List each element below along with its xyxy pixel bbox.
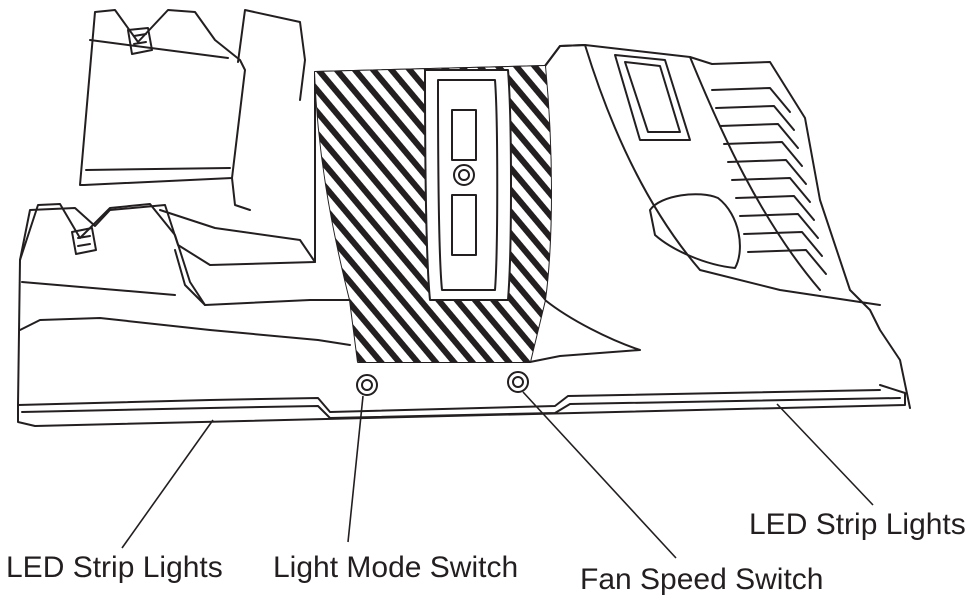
dock-front [19,203,206,306]
right-cutout [649,193,741,269]
label-led-strip-lights-right: LED Strip Lights [749,508,966,541]
connector-rear [127,27,153,55]
connector-front [71,227,97,255]
right-panel [544,44,881,306]
leader-led-left [121,419,214,549]
dock-rear [79,9,246,186]
base-inner-edge [21,397,901,419]
label-led-strip-lights-left: LED Strip Lights [6,551,223,584]
leader-fan-speed [522,391,677,559]
leader-light-mode [347,395,364,543]
base-top-edge [17,389,881,413]
right-slot [614,54,691,141]
leader-led-right [776,403,874,506]
label-light-mode-switch: Light Mode Switch [273,551,519,584]
label-fan-speed-switch: Fan Speed Switch [580,563,824,596]
